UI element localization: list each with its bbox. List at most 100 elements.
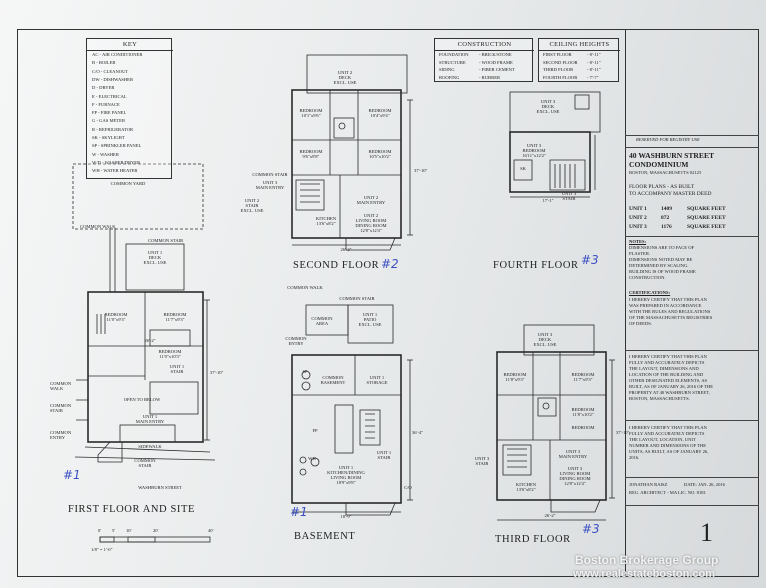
certification-line: BUILT, AS OF JANUARY 26, 2016 OF THE [629, 384, 714, 389]
certification-line: UNITS, AS BUILT, AS OF JANUARY 26, [629, 449, 709, 454]
certification-line: THE LAYOUT, LOCATION, UNIT [629, 437, 696, 442]
ceiling-floor: SECOND FLOOR [543, 59, 578, 65]
unit-area: 1176 [661, 224, 672, 230]
ceiling-heights-table: CEILING HEIGHTS FIRST FLOOR - 8'-11" SECON… [538, 38, 620, 82]
note-line: DETERMINED BY SCALING. [629, 263, 689, 268]
certification-line: LOCATION OF THE BUILDING AND [629, 372, 704, 377]
key-item: AC - AIR CONDITIONER [92, 52, 143, 57]
scale-tick-label: 5' [112, 528, 116, 533]
key-item: WH - WATER HEATER [92, 168, 138, 174]
notes-title: NOTES: [629, 239, 647, 244]
second-label-bed2: BEDROOM 10'4"x9'4" [368, 108, 392, 119]
first-floor-title: FIRST FLOOR AND SITE [68, 504, 196, 515]
certification-line: NUMBER AND DIMENSIONS OF THE [629, 443, 706, 448]
second-label-stair-u: UNIT 3 MAIN ENTRY [255, 180, 285, 191]
basement-label-common-stair: COMMON STAIR [339, 296, 375, 301]
basement-label-co: C/O [404, 485, 412, 490]
note-line: PLASTER. [629, 251, 651, 256]
first-label-entry-l: COMMON ENTRY [50, 430, 72, 441]
basement-label-common-area: COMMON AREA [311, 316, 333, 327]
scale-tick-label: 0' [98, 528, 102, 533]
third-label-entry: UNIT 3 MAIN ENTRY [558, 449, 588, 460]
basement-label-storage: UNIT 1 STORAGE [366, 375, 388, 386]
fourth-label-sk: SK [520, 166, 526, 171]
key-item: D - DRYER [92, 85, 115, 91]
construction-item: FOUNDATION [439, 52, 469, 57]
construction-item: STRUCTURE [439, 59, 466, 65]
third-label-dim-bottom: 26'-2" [544, 513, 556, 518]
basement-label-kitchen: UNIT 1 KITCHEN/DINING LIVING ROOM 18'9"x… [327, 465, 365, 486]
first-label-deck: UNIT 1 DECK EXCL. USE [143, 250, 167, 266]
second-label-kitchen: KITCHEN 13'6"x8'2" [315, 216, 337, 227]
sheet-subtitle-1: FLOOR PLANS - AS BUILT [629, 184, 695, 190]
fourth-label-stair: UNIT 3 STAIR [561, 191, 577, 202]
note-line: BUILDING IS OF WOOD FRAME [629, 269, 696, 274]
key-title: KEY [122, 41, 138, 48]
scale-tick-label: 20' [153, 528, 159, 533]
first-label-sidewalk: SIDEWALK [138, 444, 162, 449]
second-label-bed3: BEDROOM 9'6"x9'8" [299, 149, 323, 160]
first-label-bed1: BEDROOM 11'0"x9'3" [104, 312, 128, 323]
basement-label-stair: UNIT 1 STAIR [376, 450, 392, 461]
note-line: CONSTRUCTION. [629, 275, 666, 280]
project-address: BOSTON, MASSACHUSETTS 02125 [629, 170, 702, 175]
drawing-border [17, 29, 759, 577]
basement-label-wh: WH [308, 456, 316, 461]
third-label-bed1: BEDROOM 11'8"x9'3" [503, 372, 527, 383]
ceiling-value: - 8'-11" [587, 67, 601, 72]
handwritten-mark-second: #2 [381, 257, 399, 271]
first-label-bed3: BEDROOM 11'0"x10'3" [158, 349, 182, 360]
basement-label-common-base: COMMON BASEMENT [320, 375, 346, 386]
certification-line: FULLY AND ACCURATELY DEPICTS [629, 431, 705, 436]
ceiling-title: CEILING HEIGHTS [549, 41, 610, 48]
basement-label-sp: SP [302, 369, 308, 374]
basement-label-common-walk: COMMON WALK [287, 285, 323, 290]
certification-line: OF THE MASSACHUSETTS REGISTRIES [629, 315, 713, 320]
second-label-bed1: BEDROOM 10'1"x9'6" [299, 108, 323, 119]
first-label-common-stair: COMMON STAIR [148, 238, 184, 243]
project-name-line1: 40 WASHBURN STREET [629, 151, 715, 160]
first-label-dim-side: 37'-10" [210, 370, 224, 375]
scale-tick-label: 40' [208, 528, 214, 533]
key-item: G - GAS METER [92, 118, 126, 124]
third-label-bed3: BEDROOM 11'8"x10'2" [571, 407, 595, 418]
third-floor-plan [496, 324, 615, 521]
basement-title: BASEMENT [294, 531, 356, 542]
unit-area: 1409 [661, 206, 672, 212]
second-floor-plan [291, 54, 413, 251]
ceiling-value: - 8'-11" [587, 52, 601, 57]
watermark-url: www.realestateboston.com [573, 568, 716, 580]
construction-value: - WOOD FRAME [479, 59, 513, 65]
handwritten-mark-third: #3 [582, 522, 600, 536]
handwritten-mark-fourth: #3 [581, 253, 599, 267]
second-floor-title: SECOND FLOOR [293, 260, 380, 271]
first-label-walk-l: COMMON WALK [50, 381, 72, 392]
unit-name: UNIT 2 [629, 215, 647, 221]
third-label-bed4: BEDROOM [571, 425, 595, 430]
construction-value: - BRICK/STONE [479, 52, 512, 57]
certification-line: OTHER DESIGNATED ELEMENTS, AS [629, 378, 708, 383]
certification-line: I HEREBY CERTIFY THAT THIS PLAN [629, 354, 707, 359]
ceiling-floor: FIRST FLOOR [543, 52, 572, 57]
unit-name: UNIT 3 [629, 224, 647, 230]
certification-line: I HEREBY CERTIFY THAT THIS PLAN [629, 297, 707, 302]
third-label-kitchen: KITCHEN 13'6"x8'2" [515, 482, 537, 493]
ceiling-floor: THIRD FLOOR [543, 67, 574, 72]
first-label-dim-mid: 26'-2" [144, 338, 156, 343]
first-label-stair: UNIT 1 STAIR [169, 364, 185, 375]
key-item: FP - FIRE PANEL [92, 110, 127, 116]
first-label-bed2: BEDROOM 11'7"x9'3" [163, 312, 187, 323]
key-item: W/D - WASHER/DRYER [92, 159, 141, 165]
basement-label-dim-bottom: 18'-9" [340, 514, 352, 519]
unit-area-label: SQUARE FEET [687, 224, 726, 230]
certification-line: WITH THE RULES AND REGULATIONS [629, 309, 711, 314]
certification-line: THE LAYOUT, DIMENSIONS AND [629, 366, 699, 371]
second-label-living: UNIT 2 LIVING ROOM DINING ROOM 12'8"x12'… [355, 213, 387, 234]
first-label-common-walk: COMMON WALK [80, 224, 116, 229]
basement-label-fp: FP [312, 428, 318, 433]
key-item: C/O - CLEANOUT [92, 68, 129, 74]
